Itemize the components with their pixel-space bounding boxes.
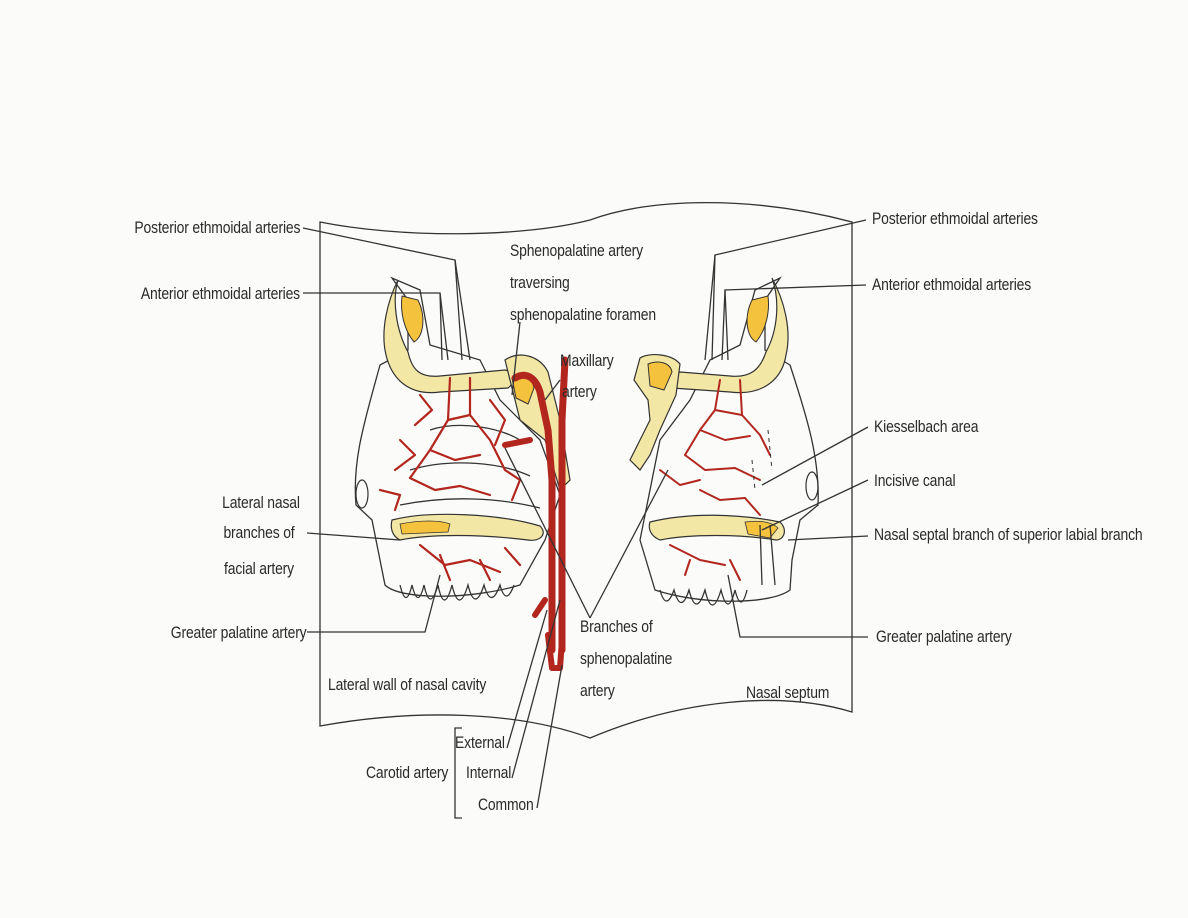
label-branches-line1: Branches of xyxy=(580,616,653,637)
label-greater-palatine-right: Greater palatine artery xyxy=(876,626,1012,647)
label-carotid-artery: Carotid artery xyxy=(366,762,448,783)
label-branches-line2: sphenopalatine xyxy=(580,648,672,669)
label-greater-palatine-left: Greater palatine artery xyxy=(170,622,306,643)
label-branches-line3: artery xyxy=(580,680,615,701)
label-anterior-ethmoidal-right: Anterior ethmoidal arteries xyxy=(872,274,1031,295)
label-sphenopalatine-line1: Sphenopalatine artery xyxy=(510,240,643,261)
label-sphenopalatine-line2: traversing xyxy=(510,272,570,293)
teeth-left xyxy=(400,585,514,600)
label-maxillary-line2: artery xyxy=(562,381,597,402)
label-nasal-septal-branch: Nasal septal branch of superior labial b… xyxy=(874,524,1142,545)
label-carotid-common: Common xyxy=(478,794,534,815)
label-incisive-canal: Incisive canal xyxy=(874,470,955,491)
label-sphenopalatine-line3: sphenopalatine foramen xyxy=(510,304,656,325)
label-posterior-ethmoidal-right: Posterior ethmoidal arteries xyxy=(872,208,1038,229)
label-carotid-external: External xyxy=(455,732,505,753)
label-posterior-ethmoidal-left: Posterior ethmoidal arteries xyxy=(134,217,300,238)
nasal-septum-illustration xyxy=(630,278,818,605)
label-lateral-nasal-line2: branches of xyxy=(222,522,296,543)
label-carotid-internal: Internal xyxy=(466,762,511,783)
frontal-sinus-left xyxy=(402,296,423,342)
label-lateral-nasal-line3: facial artery xyxy=(222,558,296,579)
label-lateral-nasal-line1: Lateral nasal xyxy=(222,492,296,513)
label-anterior-ethmoidal-left: Anterior ethmoidal arteries xyxy=(141,283,300,304)
lateral-wall-illustration xyxy=(355,278,570,668)
label-kiesselbach-area: Kiesselbach area xyxy=(874,416,978,437)
internal-carotid-artery xyxy=(562,360,565,650)
label-maxillary-line1: Maxillary xyxy=(560,350,614,371)
label-nasal-septum: Nasal septum xyxy=(746,682,829,703)
label-lateral-wall: Lateral wall of nasal cavity xyxy=(328,674,486,695)
